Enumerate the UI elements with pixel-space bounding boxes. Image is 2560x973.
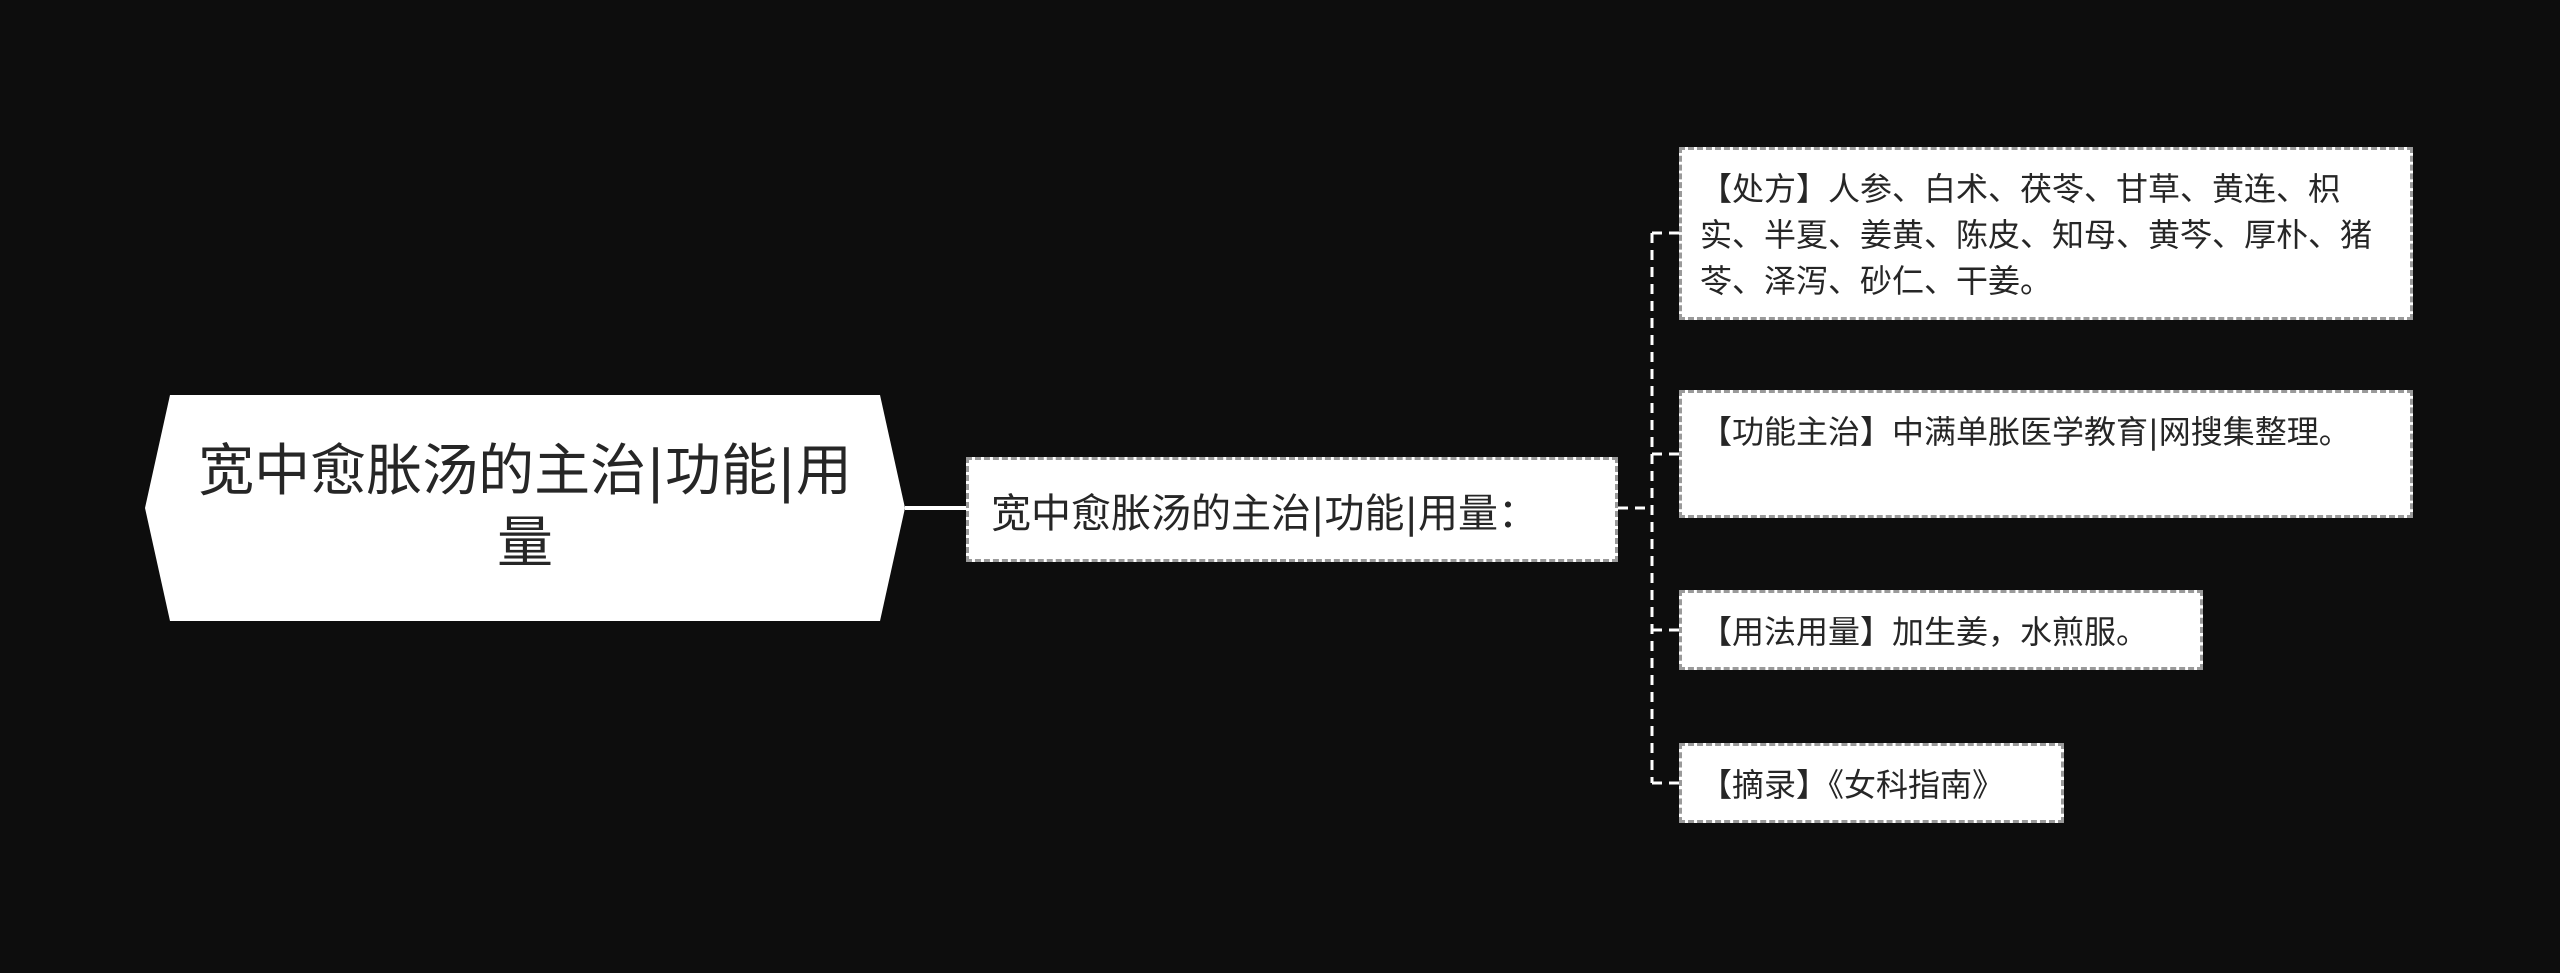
subtopic-node[interactable]: 宽中愈胀汤的主治|功能|用量： xyxy=(966,457,1618,562)
leaf-node-function[interactable]: 【功能主治】中满单胀医学教育|网搜集整理。 xyxy=(1679,390,2413,518)
leaf-text: 【用法用量】加生姜，水煎服。 xyxy=(1700,613,2149,651)
root-title-line-1: 宽中愈胀汤的主治|功能|用 xyxy=(198,439,852,504)
root-title-line-2: 量 xyxy=(496,511,553,576)
subtopic-label: 宽中愈胀汤的主治|功能|用量： xyxy=(991,490,1538,537)
leaf-text: 【摘录】《女科指南》 xyxy=(1700,766,2005,804)
leaf-text: 【功能主治】中满单胀医学教育|网搜集整理。 xyxy=(1700,413,2351,451)
root-topic-title: 宽中愈胀汤的主治|功能|用 量 xyxy=(198,436,852,580)
leaf-text: 【处方】人参、白术、茯苓、甘草、黄连、枳实、半夏、姜黄、陈皮、知母、黄芩、厚朴、… xyxy=(1700,170,2373,300)
leaf-node-source[interactable]: 【摘录】《女科指南》 xyxy=(1679,743,2064,823)
leaf-node-usage[interactable]: 【用法用量】加生姜，水煎服。 xyxy=(1679,590,2203,670)
root-topic-node[interactable]: 宽中愈胀汤的主治|功能|用 量 xyxy=(145,395,905,621)
leaf-node-prescription[interactable]: 【处方】人参、白术、茯苓、甘草、黄连、枳实、半夏、姜黄、陈皮、知母、黄芩、厚朴、… xyxy=(1679,147,2413,320)
